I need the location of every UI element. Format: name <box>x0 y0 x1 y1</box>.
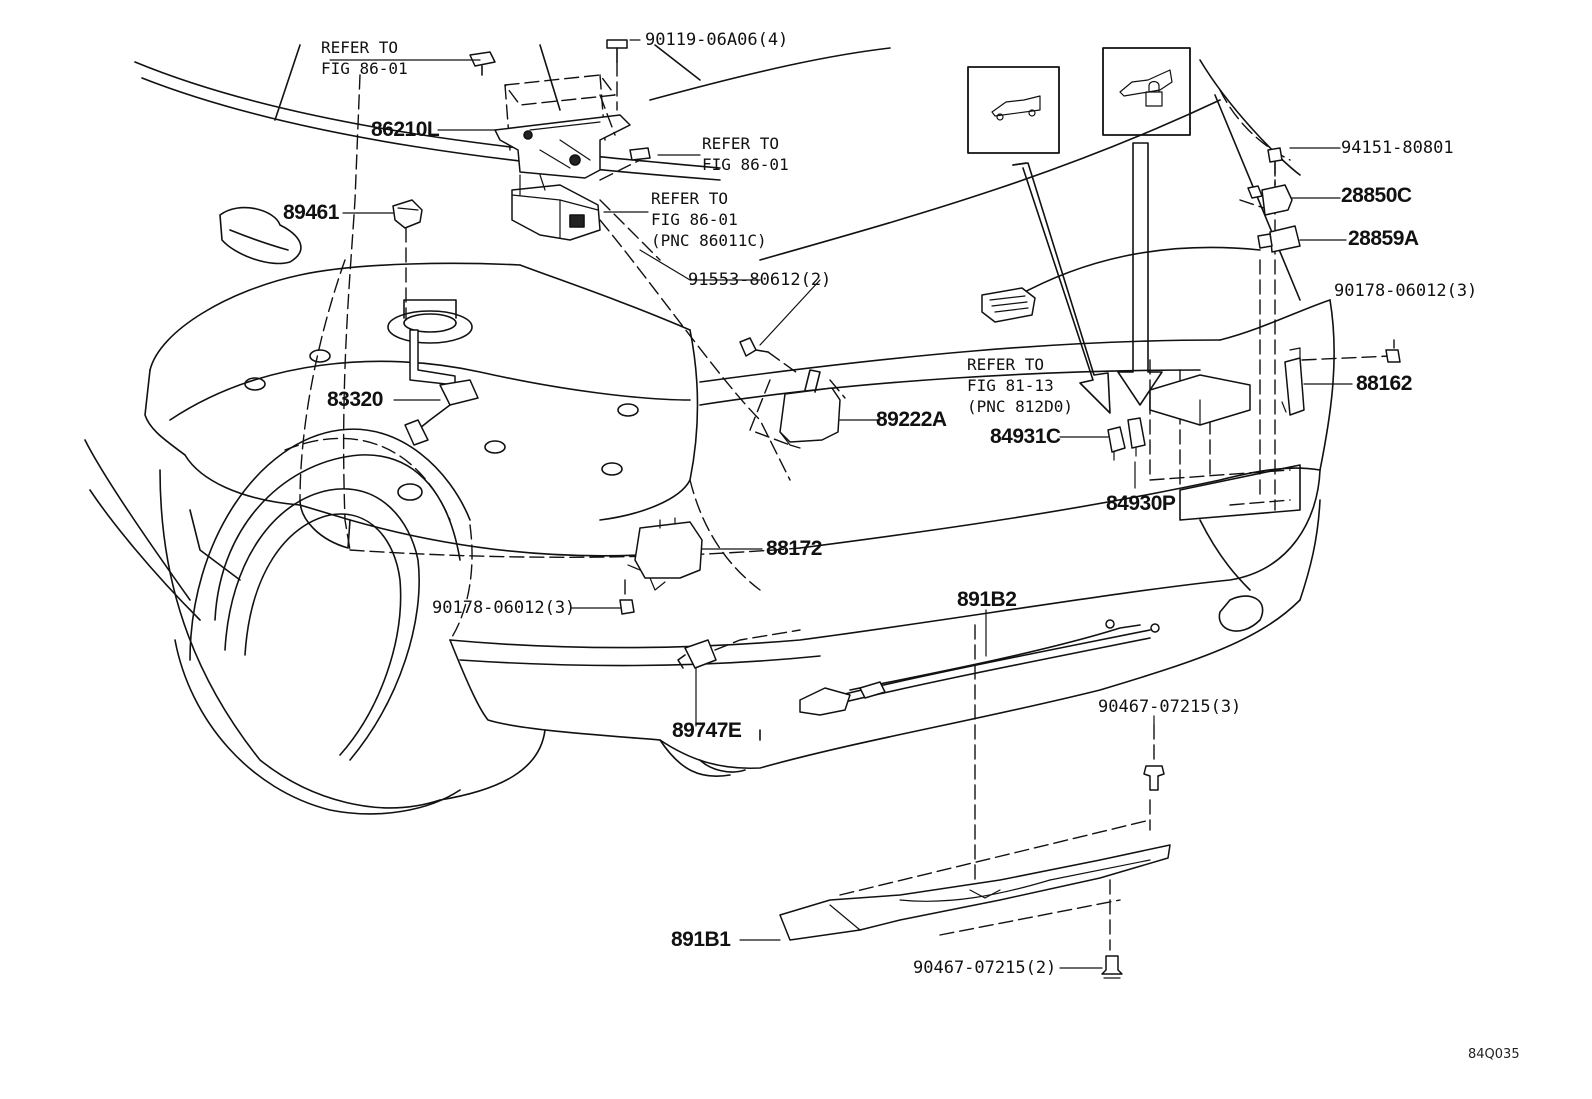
part-label-28850C[interactable]: 28850C <box>1341 184 1412 207</box>
part-84931C-84930P-switches <box>1107 417 1146 461</box>
part-label-88172[interactable]: 88172 <box>766 537 822 560</box>
part-88162-module <box>1281 339 1401 416</box>
part-label-83320[interactable]: 83320 <box>327 388 383 411</box>
part-label-91553[interactable]: 91553-80612(2) <box>688 270 832 290</box>
leader-lines <box>329 39 1353 969</box>
part-label-88162[interactable]: 88162 <box>1356 372 1412 395</box>
part-label-90467-07215[interactable]: 90467-07215(2) <box>913 958 1057 978</box>
part-label-891B2[interactable]: 891B2 <box>957 588 1017 611</box>
part-891B1-bracket <box>779 799 1171 951</box>
part-label-90178-06012[interactable]: 90178-06012(3) <box>1334 281 1478 301</box>
part-83320-level-sensor <box>404 329 479 446</box>
part-label-90178-06012[interactable]: 90178-06012(3) <box>432 598 576 618</box>
part-back-door-switch <box>981 287 1036 323</box>
part-86011C-horn-unit <box>511 174 601 241</box>
part-label-94151[interactable]: 94151-80801 <box>1341 138 1454 158</box>
vehicle-body <box>84 44 1335 815</box>
diagram-code: 84Q035 <box>1468 1047 1520 1062</box>
part-label-84930P[interactable]: 84930P <box>1106 492 1176 515</box>
part-fasteners-top <box>469 39 651 181</box>
part-86210L-horn-bracket <box>494 74 631 179</box>
part-89461-sensor <box>392 199 423 321</box>
part-label-89222A[interactable]: 89222A <box>876 408 947 431</box>
indicator-arrows <box>1012 142 1163 414</box>
part-hitch-module <box>1149 374 1251 426</box>
part-891B2-wire-harness <box>799 619 1160 881</box>
vehicle-side-icon <box>967 66 1060 154</box>
part-label-28859A[interactable]: 28859A <box>1348 227 1419 250</box>
part-label-90119[interactable]: 90119-06A06(4) <box>645 30 789 50</box>
part-label-89461[interactable]: 89461 <box>283 201 339 224</box>
part-88172-sensor <box>619 517 703 615</box>
part-label-90467-07215[interactable]: 90467-07215(3) <box>1098 697 1242 717</box>
part-label-891B1[interactable]: 891B1 <box>671 928 731 951</box>
part-label-84931C[interactable]: 84931C <box>990 425 1061 448</box>
part-label-89747E[interactable]: 89747E <box>672 719 742 742</box>
part-label-86210L[interactable]: 86210L <box>371 118 440 141</box>
part-28850C-28859A-relays <box>1247 147 1301 253</box>
part-90467-clips <box>1101 724 1165 979</box>
part-connector-89747E <box>677 629 801 669</box>
part-91553-bolt <box>739 337 801 376</box>
part-89222A-ecu <box>749 369 846 449</box>
vehicle-lock-icon <box>1102 47 1191 136</box>
